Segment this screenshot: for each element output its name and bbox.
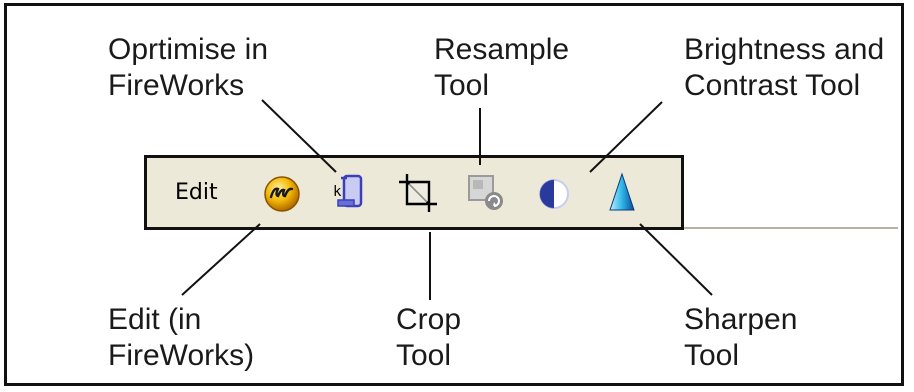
image-editing-toolbar: Edit k [144, 155, 684, 230]
sharpen-icon[interactable] [599, 170, 645, 216]
label-brightness-contrast-tool: Brightness and Contrast Tool [684, 33, 885, 102]
label-crop-tool: Crop Tool [396, 303, 462, 372]
fireworks-edit-icon[interactable] [259, 170, 305, 216]
toolbar-edge-highlight [684, 229, 898, 230]
optimise-fireworks-icon[interactable]: k [327, 170, 373, 216]
crop-icon[interactable] [395, 170, 441, 216]
label-sharpen-tool: Sharpen Tool [684, 303, 798, 372]
label-edit-in-fireworks: Edit (in FireWorks) [108, 303, 255, 372]
svg-text:k: k [333, 184, 342, 200]
resample-icon[interactable] [463, 170, 509, 216]
label-optimise-in-fireworks: Oprtimise in FireWorks [108, 33, 269, 102]
brightness-contrast-icon[interactable] [531, 170, 577, 216]
label-resample-tool: Resample Tool [434, 33, 570, 102]
toolbar-edge-line [684, 227, 898, 229]
edit-button[interactable]: Edit [175, 180, 218, 205]
